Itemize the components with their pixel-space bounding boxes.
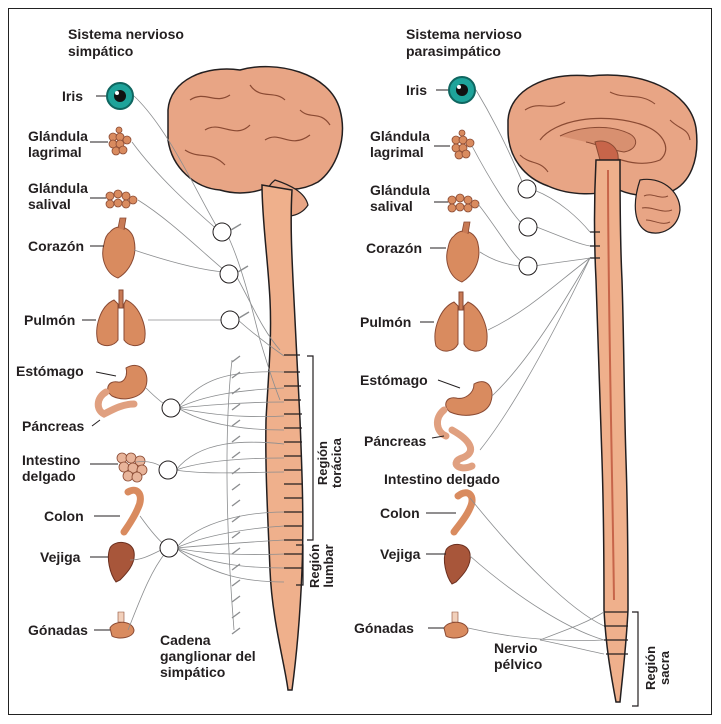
left-salivary-gland <box>106 190 137 208</box>
right-label-bladder: Vejiga <box>380 546 420 562</box>
left-label-iris: Iris <box>62 88 83 104</box>
left-label-stomach: Estómago <box>16 363 84 379</box>
left-label-intestine: Intestino delgado <box>22 452 94 484</box>
left-label-colon: Colon <box>44 508 84 524</box>
right-label-iris: Iris <box>406 82 427 98</box>
sympathetic-ganglion-circles <box>159 223 239 557</box>
right-lacrimal-gland <box>452 130 474 159</box>
thoracic-region-label: Región torácica <box>316 438 344 488</box>
right-lungs <box>435 292 487 351</box>
right-heart <box>447 222 479 282</box>
sympathetic-spinal-cord <box>262 185 303 690</box>
right-bladder <box>444 544 470 584</box>
right-label-gonads: Gónadas <box>354 620 414 636</box>
right-label-heart: Corazón <box>366 240 422 256</box>
right-label-lacrimal: Glándula lagrimal <box>370 128 438 160</box>
left-bladder <box>108 542 134 582</box>
left-label-salivary: Glándula salival <box>28 180 96 212</box>
parasympathetic-title: Sistema nervioso parasimpático <box>406 26 576 60</box>
left-label-lacrimal: Glándula lagrimal <box>28 128 96 160</box>
left-lungs <box>97 290 145 346</box>
sympathetic-chain-arrows <box>231 224 249 634</box>
parasympathetic-spinal-cord <box>590 160 628 702</box>
left-small-intestine <box>117 453 147 482</box>
left-label-bladder: Vejiga <box>40 549 80 565</box>
right-label-lung: Pulmón <box>360 314 411 330</box>
left-label-heart: Corazón <box>28 238 84 254</box>
left-label-pancreas: Páncreas <box>22 418 84 434</box>
right-salivary-gland <box>448 194 479 212</box>
parasympathetic-ganglion-circles <box>518 180 537 275</box>
lumbar-region-label: Región lumbar <box>308 544 336 588</box>
pelvic-nerve-label: Nervio pélvico <box>494 640 554 672</box>
right-label-stomach: Estómago <box>360 372 428 388</box>
right-label-pancreas: Páncreas <box>364 433 426 449</box>
right-colon <box>454 493 472 532</box>
sympathetic-title: Sistema nervioso simpático <box>68 26 218 60</box>
right-iris <box>449 77 475 103</box>
right-stomach <box>437 382 492 468</box>
right-label-salivary: Glándula salival <box>370 182 438 214</box>
left-label-lung: Pulmón <box>24 312 75 328</box>
left-label-gonads: Gónadas <box>28 622 88 638</box>
sympathetic-brain <box>168 67 342 217</box>
left-iris <box>107 83 133 109</box>
parasympathetic-region-bracket <box>632 612 638 706</box>
left-lacrimal-gland <box>109 127 131 155</box>
right-label-intestine: Intestino delgado <box>384 471 500 487</box>
right-label-colon: Colon <box>380 505 420 521</box>
sacral-region-label: Región sacra <box>644 646 672 690</box>
left-heart <box>103 218 135 278</box>
left-stomach <box>98 365 147 414</box>
sympathetic-chain-label: Cadena ganglionar del simpático <box>160 632 264 680</box>
right-gonads <box>444 612 468 638</box>
left-colon <box>124 490 140 532</box>
